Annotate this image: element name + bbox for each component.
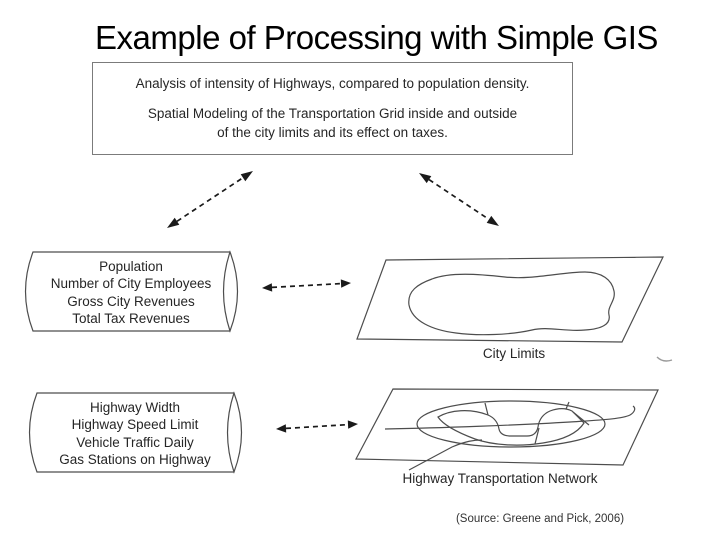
description-line-2: Spatial Modeling of the Transportation G… [147,106,518,121]
population-db-line: Population [99,259,163,274]
highway-network-label: Highway Transportation Network [402,471,598,486]
population-db-text: Population Number of City Employees Gros… [33,258,229,328]
city-boundary-blob [408,271,615,336]
source-citation: (Source: Greene and Pick, 2006) [455,513,625,525]
stray-mark [656,356,673,362]
highway-db-line: Highway Width [89,400,181,415]
description-line-3: of the city limits and its effect on tax… [217,125,448,140]
highway-db-line: Vehicle Traffic Daily [76,434,194,450]
connector-road-3 [572,411,590,426]
inner-loop-road [437,408,585,446]
connector-road-1 [484,402,489,416]
main-highway-line [384,405,636,430]
arrow-box-population [167,171,253,228]
highway-db-line: Gas Stations on Highway [59,452,211,468]
highway-db-text: Highway Width Highway Speed Limit Vehicl… [37,399,233,469]
population-db-line: Number of City Employees [50,276,212,292]
analysis-description-box: Analysis of intensity of Highways, compa… [92,62,573,155]
slide-title: Example of Processing with Simple GIS [95,19,658,56]
highway-db-line: Highway Speed Limit [71,417,199,433]
highway-network-layer-shape [355,388,659,471]
connector-road-2 [565,401,570,410]
city-limits-layer-shape [356,256,664,343]
arrow-highwaydb-network [276,420,358,433]
population-db-line: Total Tax Revenues [72,311,190,327]
arrow-box-citylimits [419,173,499,226]
description-line-1: Analysis of intensity of Highways, compa… [135,76,530,91]
beltway-ellipse [416,400,606,448]
arrow-population-citylimits [262,279,351,292]
population-db-line: Gross City Revenues [67,293,195,309]
connector-road-4 [534,427,540,445]
highway-cylinder-shape [28,391,243,474]
city-limits-label: City Limits [482,346,546,361]
population-cylinder-shape [24,250,239,333]
